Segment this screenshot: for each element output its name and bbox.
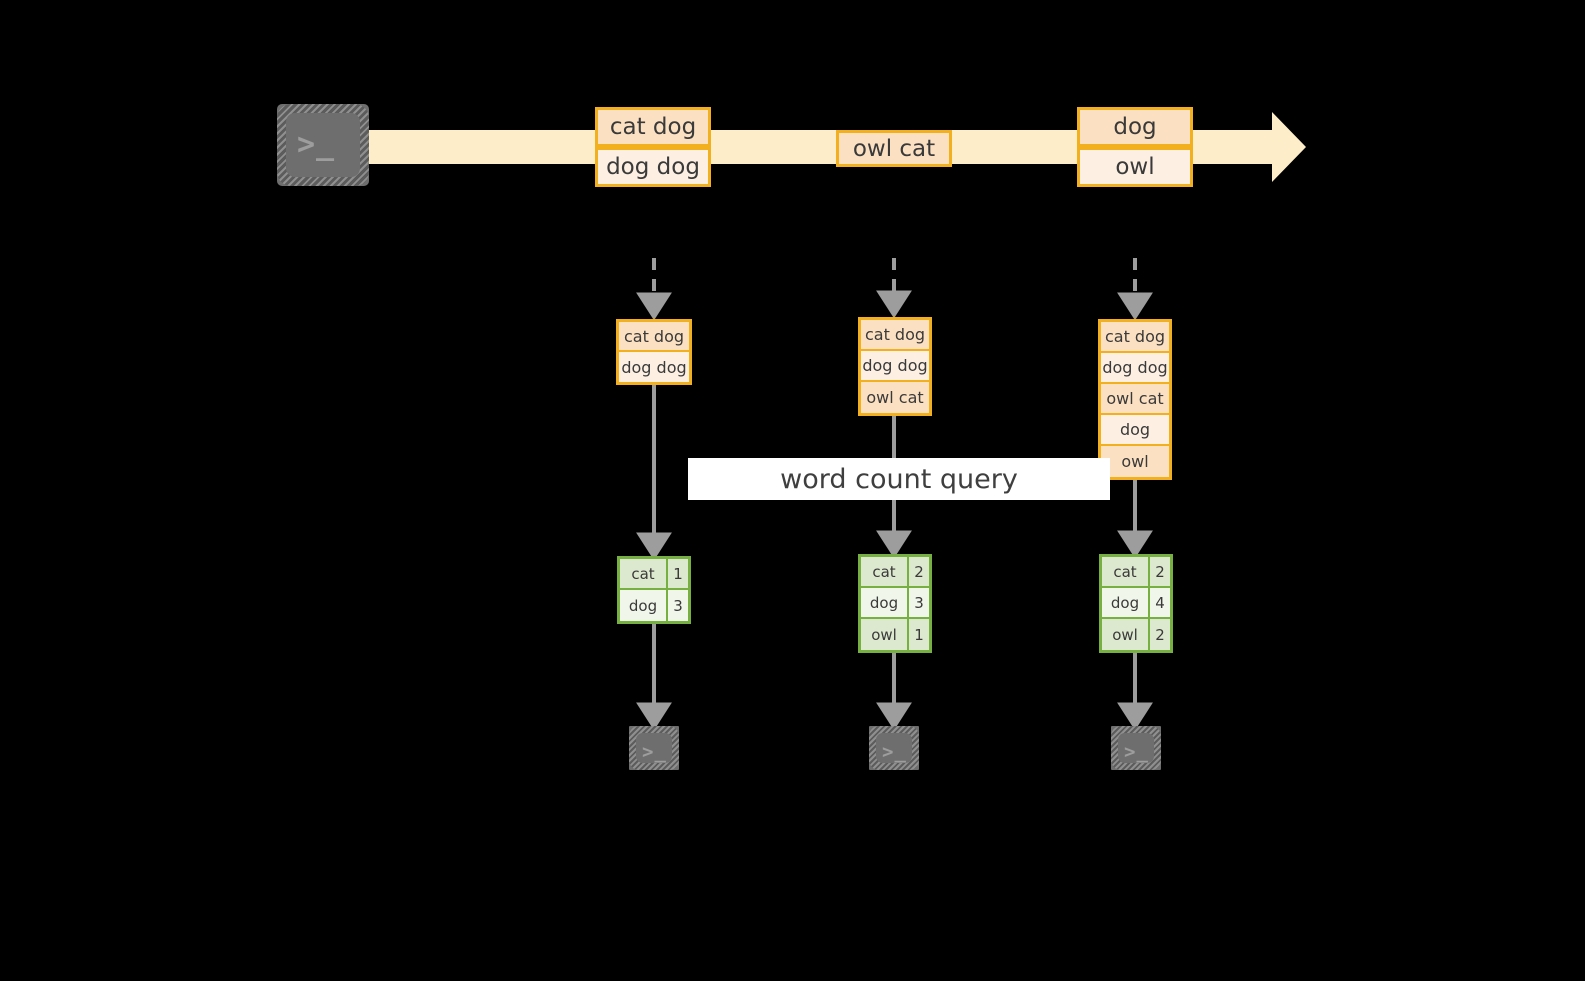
- stack-row: dog: [1101, 415, 1169, 446]
- stream-event-label: owl: [1115, 154, 1155, 180]
- stream-event-box[interactable]: owl: [1077, 147, 1193, 187]
- stack-row: dog dog: [861, 351, 929, 382]
- result-key: cat: [1102, 557, 1150, 586]
- terminal-prompt-glyph: >_: [297, 127, 336, 162]
- snapshot-3-result-table[interactable]: cat 2 dog 4 owl 2: [1099, 554, 1173, 653]
- stack-row-label: dog dog: [862, 356, 928, 375]
- stack-row: owl cat: [861, 382, 929, 413]
- result-value: 2: [914, 562, 924, 581]
- terminal-prompt-glyph: >_: [642, 741, 667, 763]
- snapshot-3-input-stack[interactable]: cat dog dog dog owl cat dog owl: [1098, 319, 1172, 480]
- stream-event-box[interactable]: owl cat: [836, 130, 952, 167]
- result-value: 4: [1155, 593, 1165, 612]
- stack-row: dog dog: [619, 352, 689, 382]
- result-key: dog: [861, 588, 909, 617]
- stack-row-label: cat dog: [623, 326, 685, 346]
- result-key: dog: [1102, 588, 1150, 617]
- stack-row: owl: [1101, 446, 1169, 477]
- snapshot-2-sink-terminal-icon[interactable]: >_: [860, 717, 928, 779]
- stack-row: cat dog: [1101, 322, 1169, 353]
- stream-event-label: dog: [1113, 114, 1157, 140]
- stream-event-label: owl cat: [852, 135, 936, 162]
- terminal-body: [636, 733, 672, 763]
- query-label-text: word count query: [780, 463, 1018, 495]
- stream-event-label: cat dog: [609, 114, 697, 140]
- result-value: 1: [914, 625, 924, 644]
- result-value: 2: [1155, 562, 1165, 581]
- stack-row: owl cat: [1101, 384, 1169, 415]
- stack-row: dog dog: [1101, 353, 1169, 384]
- table-row: cat 2: [861, 557, 929, 588]
- snapshot-2-input-stack[interactable]: cat dog dog dog owl cat: [858, 317, 932, 416]
- stack-row-label: dog dog: [621, 357, 687, 377]
- query-label: word count query: [688, 458, 1110, 500]
- stack-row-label: cat dog: [864, 325, 926, 344]
- snapshot-1-sink-terminal-icon[interactable]: >_: [620, 717, 688, 779]
- stack-row-label: owl cat: [1106, 389, 1164, 408]
- stack-row-label: dog: [1119, 420, 1151, 439]
- stream-event-label: dog dog: [606, 154, 700, 180]
- table-row: dog 3: [861, 588, 929, 619]
- result-key: cat: [861, 557, 909, 586]
- result-key: cat: [620, 559, 668, 588]
- table-row: dog 3: [620, 590, 688, 621]
- stream-event-box[interactable]: dog: [1077, 107, 1193, 147]
- stack-row-label: owl: [1121, 452, 1149, 471]
- stack-row-label: dog dog: [1102, 358, 1168, 377]
- stack-row-label: owl cat: [866, 388, 924, 407]
- stream-event-box[interactable]: dog dog: [595, 147, 711, 187]
- table-row: cat 1: [620, 559, 688, 590]
- result-value: 2: [1155, 625, 1165, 644]
- stack-row-label: cat dog: [1104, 327, 1166, 346]
- stack-row: cat dog: [861, 320, 929, 351]
- result-key: owl: [861, 619, 909, 650]
- table-row: cat 2: [1102, 557, 1170, 588]
- terminal-prompt-glyph: >_: [1124, 741, 1149, 763]
- snapshot-3-sink-terminal-icon[interactable]: >_: [1102, 717, 1170, 779]
- snapshot-1-result-table[interactable]: cat 1 dog 3: [617, 556, 691, 624]
- result-value: 3: [914, 593, 924, 612]
- result-value: 3: [673, 596, 683, 615]
- snapshot-2-result-table[interactable]: cat 2 dog 3 owl 1: [858, 554, 932, 653]
- table-row: owl 2: [1102, 619, 1170, 650]
- terminal-body: [1118, 733, 1154, 763]
- terminal-prompt-glyph: >_: [882, 741, 907, 763]
- snapshot-1-input-stack[interactable]: cat dog dog dog: [616, 319, 692, 385]
- stack-row: cat dog: [619, 322, 689, 352]
- table-row: owl 1: [861, 619, 929, 650]
- result-key: owl: [1102, 619, 1150, 650]
- source-terminal-icon[interactable]: >_: [268, 95, 378, 195]
- terminal-body: [286, 113, 360, 177]
- result-key: dog: [620, 590, 668, 621]
- table-row: dog 4: [1102, 588, 1170, 619]
- terminal-body: [876, 733, 912, 763]
- stream-event-box[interactable]: cat dog: [595, 107, 711, 147]
- result-value: 1: [673, 564, 683, 583]
